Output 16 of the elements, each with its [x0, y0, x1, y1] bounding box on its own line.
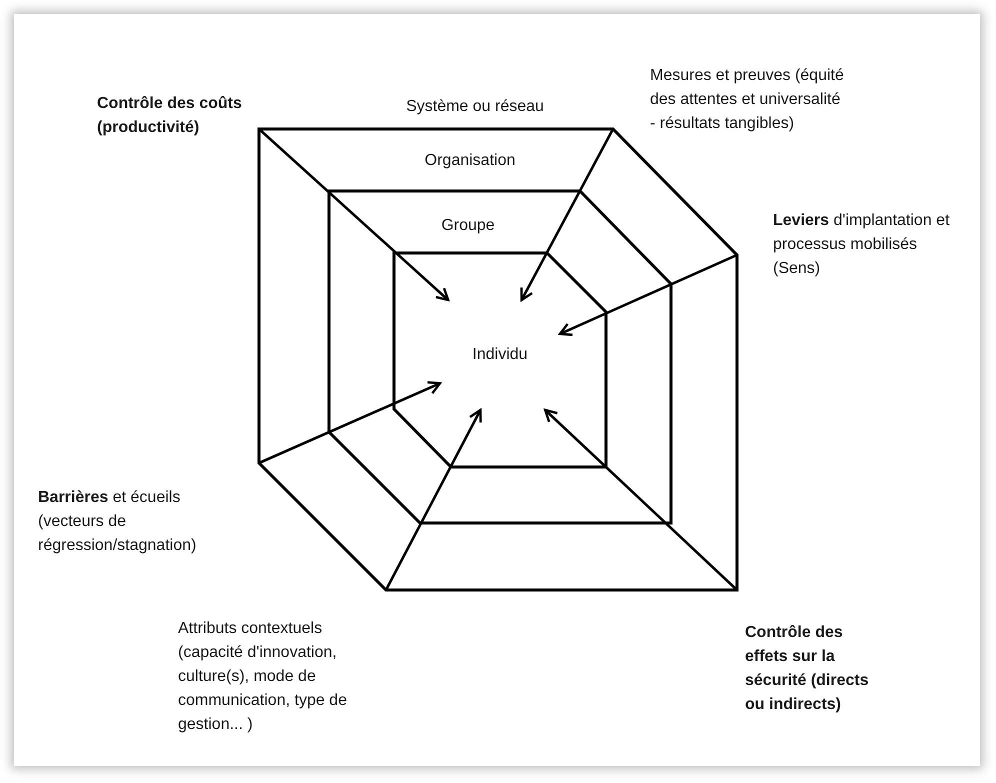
arrow	[258, 381, 442, 464]
factor-note: Contrôle des coûts (productivité)	[97, 94, 243, 138]
factor-note: Mesures et preuves (équité des attentes et universalité - résultats tangibles)	[650, 66, 845, 134]
factor-note: Barrières et écueils (vecteurs de régression/stagnation)	[38, 488, 198, 556]
level-label: Système ou réseau	[406, 97, 544, 117]
factor-note: Contrôle des effets sur la sécurité (directs ou indirects)	[745, 623, 870, 715]
arrow	[558, 254, 738, 336]
arrow	[384, 408, 482, 591]
arrow	[258, 128, 450, 302]
factor-note: Leviers d'implantation et processus mobilisés (Sens)	[773, 211, 951, 279]
arrow	[544, 408, 738, 591]
level-label: Groupe	[441, 216, 495, 236]
factor-note: Attributs contextuels (capacité d'innovation, culture(s), mode de communication, type de gestion... )	[178, 619, 348, 735]
arrow	[520, 128, 614, 302]
level-label: Organisation	[424, 151, 516, 171]
level-label: Individu	[472, 345, 528, 365]
